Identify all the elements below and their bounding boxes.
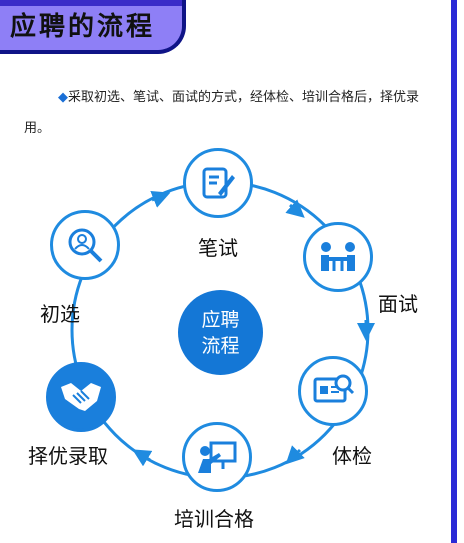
arrow-1 [150, 190, 171, 208]
step-node-screening [50, 210, 120, 280]
page-title: 应聘的流程 [10, 12, 156, 42]
step-label-writing: 笔试 [198, 236, 238, 260]
center-line-1: 应聘 [201, 308, 240, 331]
center-line-2: 流程 [201, 334, 240, 357]
arrow-2 [285, 199, 305, 218]
step-node-medical [298, 356, 368, 426]
interview-icon [321, 242, 355, 271]
step-node-training [182, 422, 252, 492]
arrow-4 [285, 445, 305, 465]
step-label-handshake: 择优录取 [28, 444, 108, 468]
right-border-bar [451, 0, 464, 543]
writing-icon [202, 167, 235, 199]
medical-check-icon [313, 374, 355, 403]
screening-icon [68, 228, 103, 263]
arrow-5 [132, 449, 153, 467]
step-label-medical: 体检 [332, 444, 372, 468]
step-node-interview [303, 222, 373, 292]
step-label-interview: 面试 [378, 292, 418, 316]
step-node-writing [183, 148, 253, 218]
handshake-icon [61, 383, 101, 411]
intro-text: 采取初选、笔试、面试的方式，经体检、培训合格后，择优录用。 [24, 90, 420, 136]
training-icon [198, 441, 237, 473]
header-tab: 应聘的流程 [0, 0, 186, 54]
bullet-icon: ◆ [58, 90, 68, 105]
step-node-handshake [46, 362, 116, 432]
step-label-screening: 初选 [40, 302, 80, 326]
center-circle: 应聘 流程 [178, 290, 263, 375]
step-label-training: 培训合格 [174, 507, 254, 531]
intro-paragraph: ◆采取初选、笔试、面试的方式，经体检、培训合格后，择优录用。 [24, 82, 434, 144]
